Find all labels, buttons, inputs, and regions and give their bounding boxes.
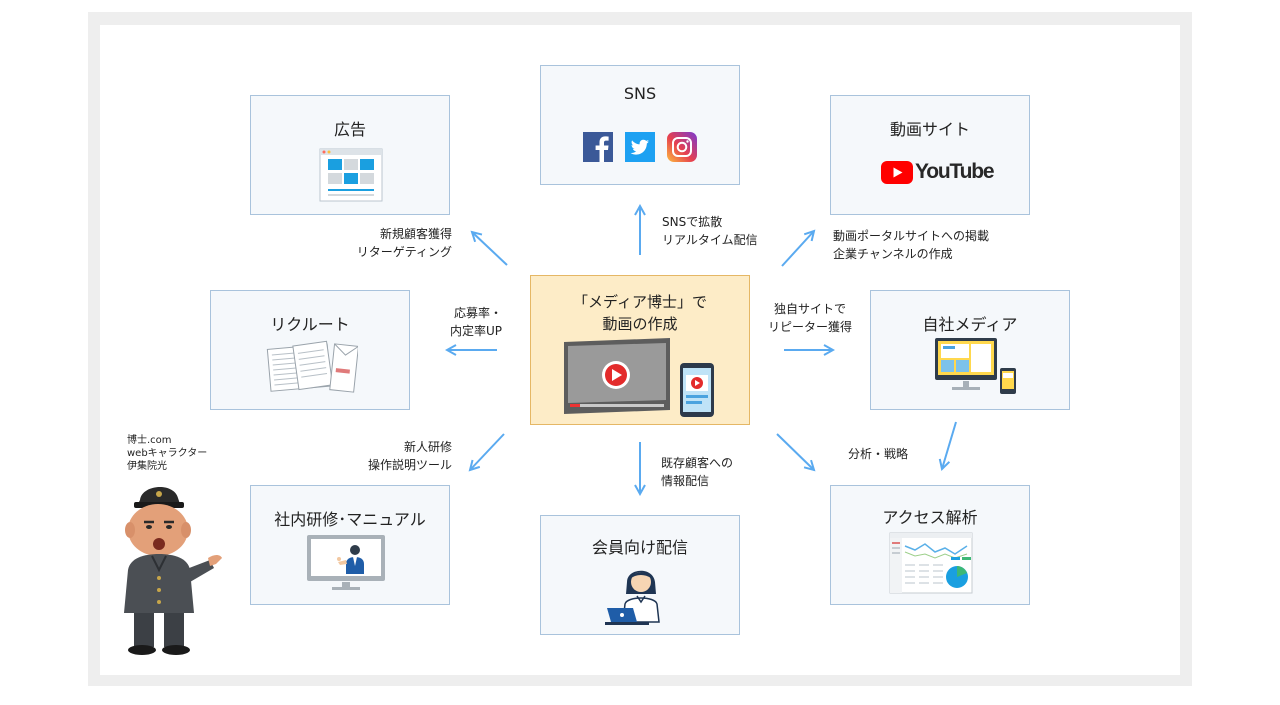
center-box: 「メディア博士」で 動画の作成 <box>530 275 750 425</box>
label-own-media: 独自サイトで リピーター獲得 <box>768 300 852 336</box>
box-own-media-title: 自社メディア <box>922 315 1018 334</box>
center-title: 「メディア博士」で 動画の作成 <box>531 291 749 335</box>
label-ad-line2: リターゲティング <box>356 245 452 259</box>
box-sns: SNS <box>540 65 740 185</box>
instagram-icon[interactable] <box>667 132 697 162</box>
label-recruit-line2: 内定率UP <box>449 324 502 338</box>
label-training: 新人研修 操作説明ツール <box>368 438 452 474</box>
label-recruit-line1: 応募率・ <box>453 306 502 320</box>
label-sns-line1: SNSで拡散 <box>662 215 723 229</box>
center-title-line2: 動画の作成 <box>602 315 678 333</box>
facebook-icon[interactable] <box>583 132 613 162</box>
label-video-site-line2: 企業チャンネルの作成 <box>833 247 953 261</box>
arrow-to-ad <box>472 232 508 266</box>
label-member: 既存顧客への 情報配信 <box>661 454 733 490</box>
arrow-own-media-to-analytics <box>942 421 957 469</box>
label-analytics: 分析・戦略 <box>848 445 908 463</box>
youtube-logo[interactable]: YouTube <box>881 160 995 184</box>
desktop-mobile-icon <box>935 338 1016 394</box>
center-title-line1: 「メディア博士」で <box>573 293 707 311</box>
box-recruit: リクルート <box>210 290 410 410</box>
monitor-person-icon <box>307 535 385 590</box>
character-caption-site: 博士.com <box>127 435 172 446</box>
label-training-line1: 新人研修 <box>403 440 452 454</box>
box-training-title: 社内研修･マニュアル <box>274 510 426 529</box>
box-ad: 広告 <box>250 95 450 215</box>
arrow-to-training <box>470 433 505 470</box>
browser-ad-icon <box>319 148 383 202</box>
label-video-site: 動画ポータルサイトへの掲載 企業チャンネルの作成 <box>833 227 989 263</box>
label-ad-line1: 新規顧客獲得 <box>379 227 452 241</box>
box-recruit-title: リクルート <box>270 315 350 334</box>
label-video-site-line1: 動画ポータルサイトへの掲載 <box>833 229 990 243</box>
box-ad-title: 広告 <box>333 120 366 139</box>
label-analytics-line1: 分析・戦略 <box>848 447 909 461</box>
character-caption-role: webキャラクター <box>127 448 208 459</box>
label-recruit: 応募率・ 内定率UP <box>450 304 502 340</box>
box-member: 会員向け配信 <box>540 515 740 635</box>
arrow-to-analytics-diag <box>776 433 814 470</box>
box-video-site: 動画サイト YouTube <box>830 95 1030 215</box>
label-sns: SNSで拡散 リアルタイム配信 <box>662 213 758 249</box>
smartphone-video-icon <box>680 363 714 417</box>
youtube-wordmark: YouTube <box>915 160 995 183</box>
box-analytics-title: アクセス解析 <box>882 508 978 527</box>
box-own-media: 自社メディア <box>870 290 1070 410</box>
label-member-line1: 既存顧客への <box>661 456 734 470</box>
label-own-media-line1: 独自サイトで <box>774 302 847 316</box>
character-illustration <box>124 486 222 655</box>
video-player-icon <box>564 338 670 414</box>
box-training: 社内研修･マニュアル <box>250 485 450 605</box>
label-own-media-line2: リピーター獲得 <box>768 320 853 334</box>
documents-icon <box>266 340 358 393</box>
arrow-to-video-site <box>781 231 814 267</box>
youtube-play-icon <box>881 160 913 184</box>
analytics-dashboard-icon <box>889 532 973 594</box>
character-caption: 博士.com webキャラクター 伊集院光 <box>127 434 207 473</box>
box-analytics: アクセス解析 <box>830 485 1030 605</box>
character-caption-name: 伊集院光 <box>127 461 167 472</box>
label-training-line2: 操作説明ツール <box>367 458 452 472</box>
box-sns-title: SNS <box>623 84 657 103</box>
label-ad: 新規顧客獲得 リターゲティング <box>357 225 452 261</box>
laptop-woman-icon <box>605 570 660 625</box>
label-member-line2: 情報配信 <box>661 474 710 488</box>
twitter-icon[interactable] <box>625 132 655 162</box>
label-sns-line2: リアルタイム配信 <box>662 233 758 247</box>
box-member-title: 会員向け配信 <box>591 538 688 557</box>
box-video-site-title: 動画サイト <box>889 120 970 139</box>
